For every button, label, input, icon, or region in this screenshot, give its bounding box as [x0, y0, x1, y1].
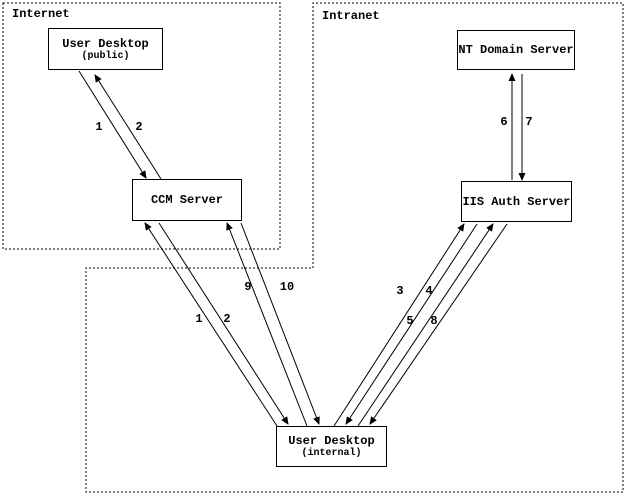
- node-iis-auth-server-label: IIS Auth Server: [462, 194, 571, 209]
- node-user-desktop-internal-label: User Desktop: [288, 434, 375, 448]
- node-ccm-server: CCM Server: [132, 179, 242, 221]
- arrow-step9-internaldesktop-to-ccm: [226, 222, 308, 427]
- step-label-1-public: 1: [95, 120, 103, 134]
- arrow-step2-ccm-to-publicdesktop: [94, 74, 162, 180]
- arrow-step2-ccm-to-internaldesktop: [158, 222, 289, 425]
- arrow-step8-iis-to-internaldesktop: [369, 223, 508, 425]
- step-label-3: 3: [396, 284, 404, 298]
- arrow-step5-internaldesktop-to-iis: [357, 223, 494, 427]
- node-iis-auth-server: IIS Auth Server: [461, 181, 572, 222]
- intranet-zone-label: Intranet: [322, 9, 380, 23]
- node-user-desktop-public-sublabel: (public): [81, 50, 130, 62]
- step-label-10: 10: [279, 280, 295, 294]
- arrow-step3-internaldesktop-to-iis: [333, 223, 465, 427]
- step-label-8: 8: [430, 314, 438, 328]
- arrow-step1-publicdesktop-to-ccm: [78, 70, 147, 179]
- step-label-6: 6: [500, 115, 508, 129]
- node-user-desktop-internal-sublabel: (internal): [301, 448, 362, 459]
- node-user-desktop-public: User Desktop (public): [48, 28, 163, 70]
- internet-zone-label: Internet: [12, 7, 70, 21]
- arrow-step1-internaldesktop-to-ccm: [144, 222, 278, 427]
- step-label-7: 7: [525, 115, 533, 129]
- step-label-1-internal: 1: [195, 312, 203, 326]
- node-nt-domain-server: NT Domain Server: [457, 30, 575, 70]
- node-ccm-server-label: CCM Server: [150, 193, 223, 207]
- step-label-4: 4: [425, 284, 433, 298]
- node-user-desktop-public-label: User Desktop: [62, 36, 149, 51]
- step-label-2-internal: 2: [223, 312, 231, 326]
- step-label-5: 5: [406, 314, 414, 328]
- step-label-9: 9: [244, 280, 252, 294]
- step-label-2-public: 2: [135, 120, 143, 134]
- arrow-step10-ccm-to-internaldesktop: [240, 222, 320, 425]
- intranet-zone-border: [85, 2, 624, 493]
- node-nt-domain-server-label: NT Domain Server: [458, 43, 574, 57]
- internet-zone-border: [2, 2, 281, 250]
- node-user-desktop-internal: User Desktop (internal): [276, 426, 387, 467]
- arrow-step4-iis-to-internaldesktop: [345, 223, 478, 425]
